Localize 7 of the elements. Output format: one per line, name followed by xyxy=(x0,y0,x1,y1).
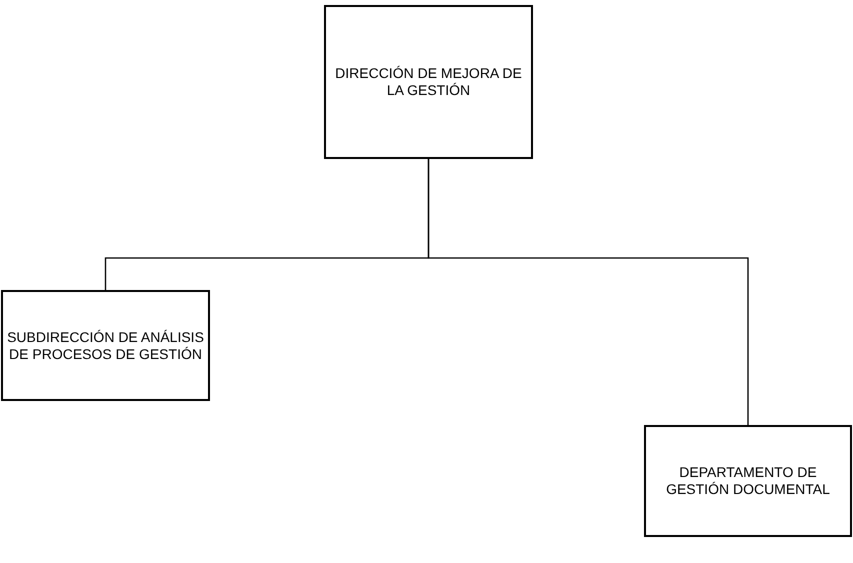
org-box xyxy=(1,290,210,401)
org-box xyxy=(644,425,852,537)
unit-name: DIRECCIÓN DE MEJORA DE LA GESTIÓN xyxy=(334,65,523,99)
connector-line xyxy=(428,159,749,425)
org-box xyxy=(324,5,533,159)
unit-name: DEPARTAMENTO DE GESTIÓN DOCUMENTAL xyxy=(665,464,831,498)
unit-name: SUBDIRECCIÓN DE ANÁLISIS DE PROCESOS DE GESTIÓN xyxy=(7,328,204,362)
